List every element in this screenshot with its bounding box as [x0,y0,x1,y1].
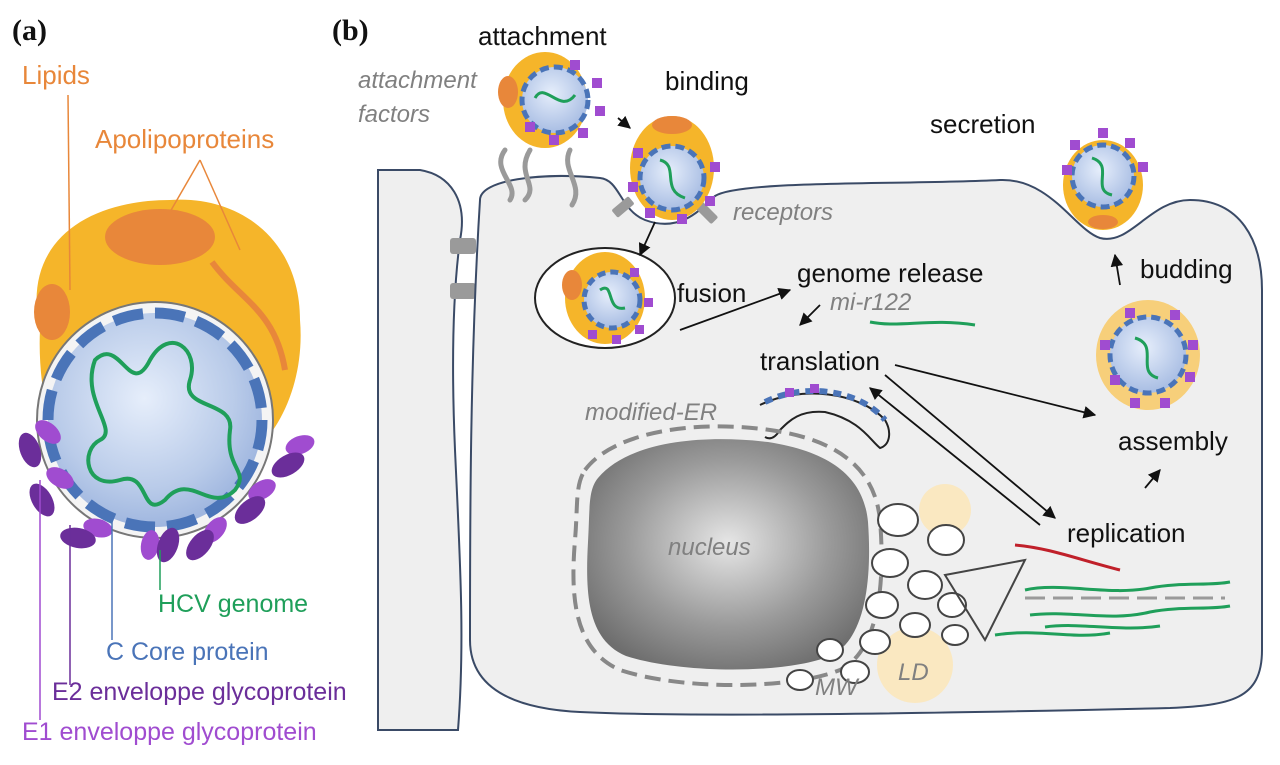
secretion-label: secretion [930,109,1036,139]
neighbour-cell [377,169,463,731]
virion-secretion [1062,128,1148,230]
apolipoproteins-label: Apolipoproteins [95,124,274,154]
core-protein-label: C Core protein [106,638,269,666]
receptor-left [612,196,634,218]
virion-budding [1096,300,1200,410]
tight-junction-bottom [450,283,476,299]
mw-label: MW [815,674,860,701]
genome-release-label: genome release [797,258,983,288]
e2-glycoprotein-label: E2 enveloppe glycoprotein [52,678,347,706]
binding-label: binding [665,66,749,96]
fusion-label: fusion [677,278,746,308]
lipid-droplet-glow-ld [877,627,953,703]
virion-leader-lines [39,94,241,720]
apolipoprotein-strand [209,260,288,371]
membranous-web [786,503,969,691]
tight-junction-top [450,238,476,254]
lipids-label: Lipids [22,60,90,90]
attachment-factors-label-2: factors [358,101,430,128]
lipid-patch-left [34,284,70,340]
attachment-factors-label-1: attachment [358,67,478,94]
mir122-label: mi-r122 [830,289,911,316]
attachment-factor-strands [498,147,579,208]
budding-label: budding [1140,254,1233,284]
virion-attachment [498,52,605,148]
ld-label: LD [898,659,929,686]
virion-binding [628,116,720,224]
assembly-label: assembly [1118,426,1228,456]
panel-a-label: (a) [12,14,47,47]
panel-b: (b) [332,14,1263,731]
hcv-genome-label: HCV genome [158,590,308,618]
endosome-fusion [534,247,676,349]
core-capsid [42,307,268,533]
replication-label: replication [1067,518,1186,548]
lifecycle-arrows [617,115,1161,526]
hcv-genome-strand [86,340,242,507]
replication-rna [994,543,1231,637]
e1-glycoprotein-label: E1 enveloppe glycoprotein [22,718,317,746]
translation-label: translation [760,346,880,376]
apolipoprotein-patch-top [105,209,215,265]
receptor-right [696,202,718,224]
mir122-strand [869,320,976,327]
nucleus-label: nucleus [668,534,751,561]
modified-er-label: modified-ER [585,399,717,426]
glycoprotein-cluster [18,420,315,563]
receptors-label: receptors [733,199,833,226]
zoom-triangle [943,558,1027,643]
panel-a: (a) [12,14,347,746]
panel-b-label: (b) [332,14,369,47]
attachment-label: attachment [478,21,607,51]
lipid-droplet-glow-top [919,484,971,536]
